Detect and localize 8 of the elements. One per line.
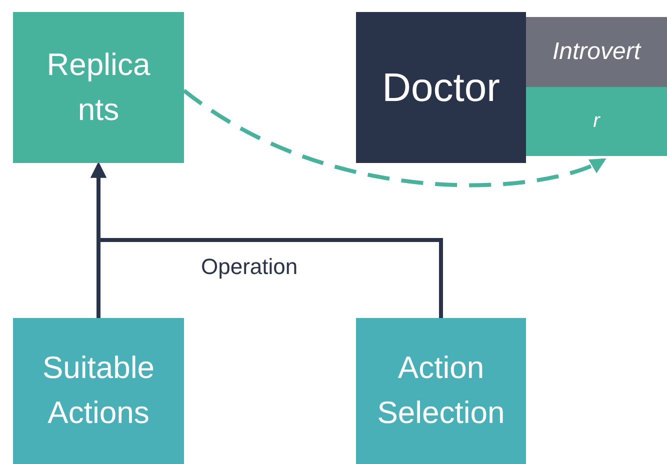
arrow	[90, 162, 443, 318]
process-box: Doctor	[356, 12, 526, 163]
process-box: Suitable Actions	[13, 318, 184, 464]
label-band: Introvert	[526, 17, 667, 87]
arrow	[182, 88, 606, 188]
process-box: Action Selection	[356, 318, 526, 464]
process-box: Replicants	[13, 12, 184, 163]
label-band: r	[526, 87, 667, 156]
